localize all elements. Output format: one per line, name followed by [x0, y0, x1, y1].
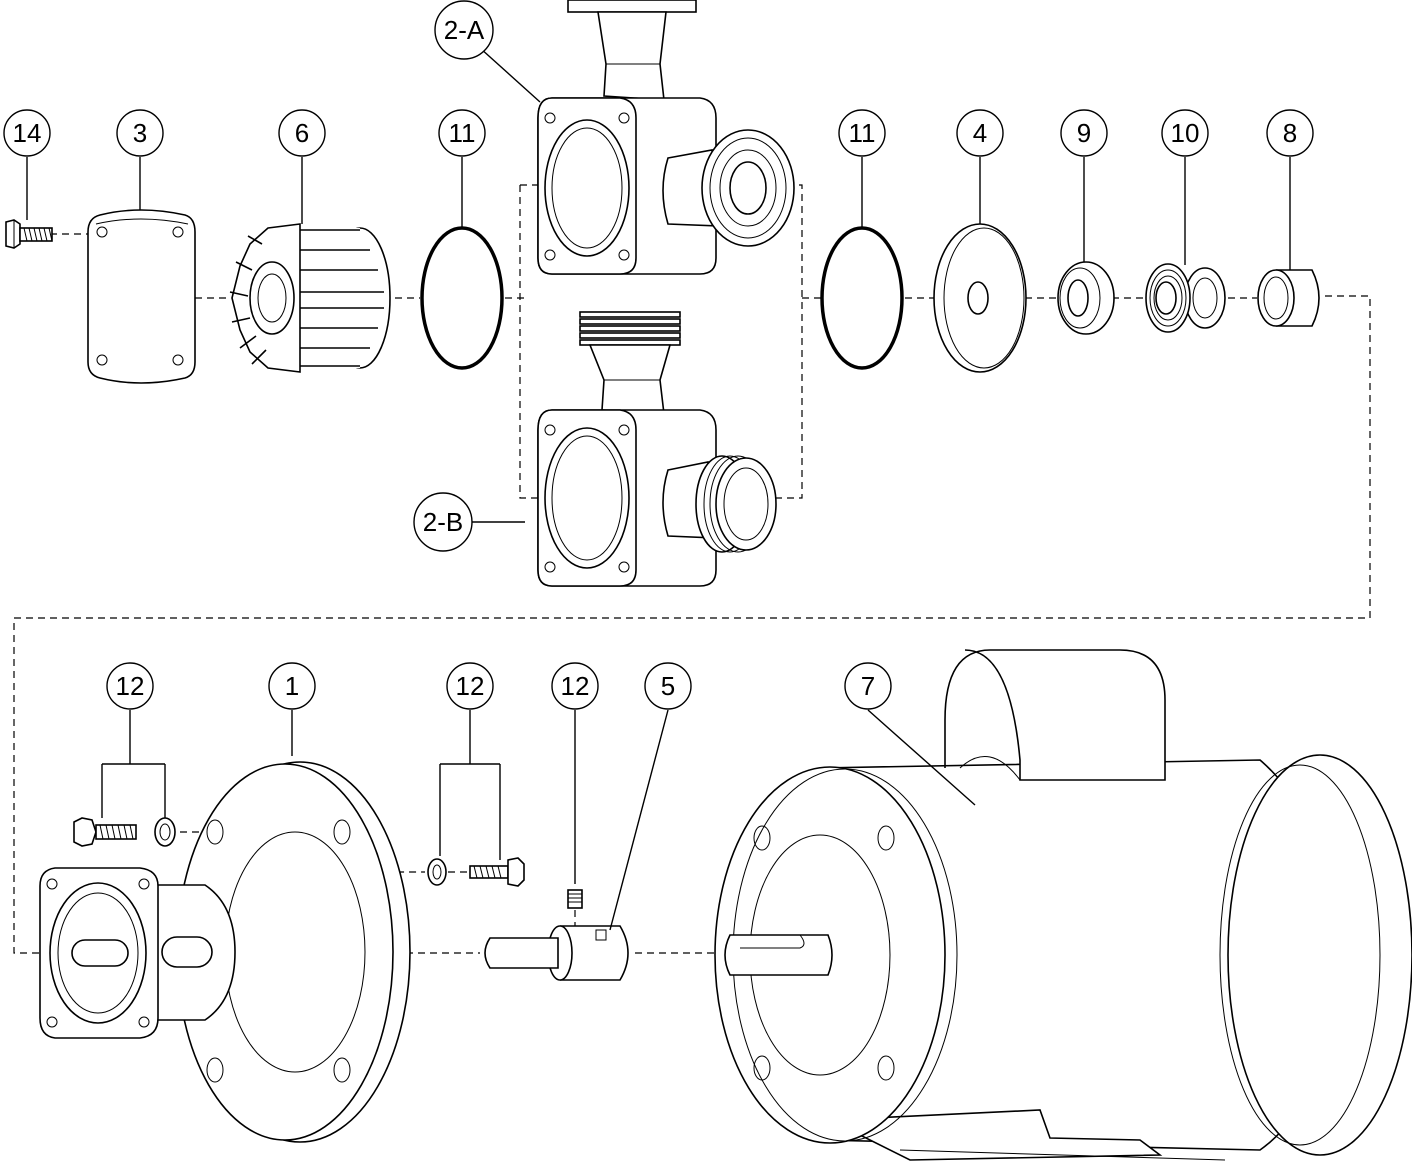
callout-4: 4 — [956, 109, 1004, 157]
svg-text:2-A: 2-A — [444, 15, 485, 45]
svg-text:4: 4 — [973, 118, 987, 148]
end-cover-part — [87, 209, 196, 384]
set-screw-part — [567, 889, 583, 909]
sleeve-part — [1257, 269, 1320, 327]
svg-text:12: 12 — [456, 671, 485, 701]
callout-11-left: 11 — [438, 109, 486, 157]
cap-screw-part — [5, 219, 53, 249]
svg-text:8: 8 — [1283, 118, 1297, 148]
svg-text:14: 14 — [13, 118, 42, 148]
svg-text:1: 1 — [285, 671, 299, 701]
callout-9: 9 — [1060, 109, 1108, 157]
callout-3: 3 — [116, 109, 164, 157]
callout-12-right: 12 — [551, 662, 599, 710]
callout-12-center: 12 — [446, 662, 494, 710]
svg-text:11: 11 — [849, 118, 876, 148]
svg-text:12: 12 — [116, 671, 145, 701]
wear-plate-part — [933, 223, 1027, 373]
pump-body-2a-part — [537, 0, 795, 275]
svg-text:5: 5 — [661, 671, 675, 701]
svg-text:9: 9 — [1077, 118, 1091, 148]
callout-14: 14 — [3, 109, 51, 157]
bracket-adapter-part — [39, 761, 411, 1143]
callout-12-left: 12 — [106, 662, 154, 710]
callout-2a: 2-A — [434, 0, 494, 60]
callout-1: 1 — [268, 662, 316, 710]
callout-8: 8 — [1266, 109, 1314, 157]
callout-5: 5 — [644, 662, 692, 710]
hex-bolt-center-part — [469, 857, 525, 887]
svg-text:6: 6 — [295, 118, 309, 148]
washer-left-part — [154, 817, 176, 847]
svg-text:3: 3 — [133, 118, 147, 148]
callout-2b: 2-B — [413, 492, 473, 552]
callout-11-right: 11 — [838, 109, 886, 157]
motor-part — [714, 649, 1412, 1161]
svg-text:10: 10 — [1171, 118, 1200, 148]
seal-washer-part — [1057, 261, 1115, 335]
pump-body-2b-part — [537, 311, 777, 587]
o-ring-part-right — [820, 226, 904, 370]
callout-7: 7 — [844, 662, 892, 710]
washer-center-part — [427, 858, 447, 886]
svg-text:11: 11 — [449, 118, 476, 148]
svg-text:12: 12 — [561, 671, 590, 701]
hex-bolt-left-part — [73, 817, 137, 847]
impeller-part — [229, 223, 391, 373]
leader-lines — [26, 47, 1291, 931]
shaft-adapter-part — [484, 925, 629, 981]
callout-10: 10 — [1161, 109, 1209, 157]
mechanical-seal-part — [1145, 263, 1226, 333]
svg-text:2-B: 2-B — [423, 507, 463, 537]
svg-text:7: 7 — [861, 671, 875, 701]
o-ring-part-left — [420, 226, 504, 370]
callout-6: 6 — [278, 109, 326, 157]
